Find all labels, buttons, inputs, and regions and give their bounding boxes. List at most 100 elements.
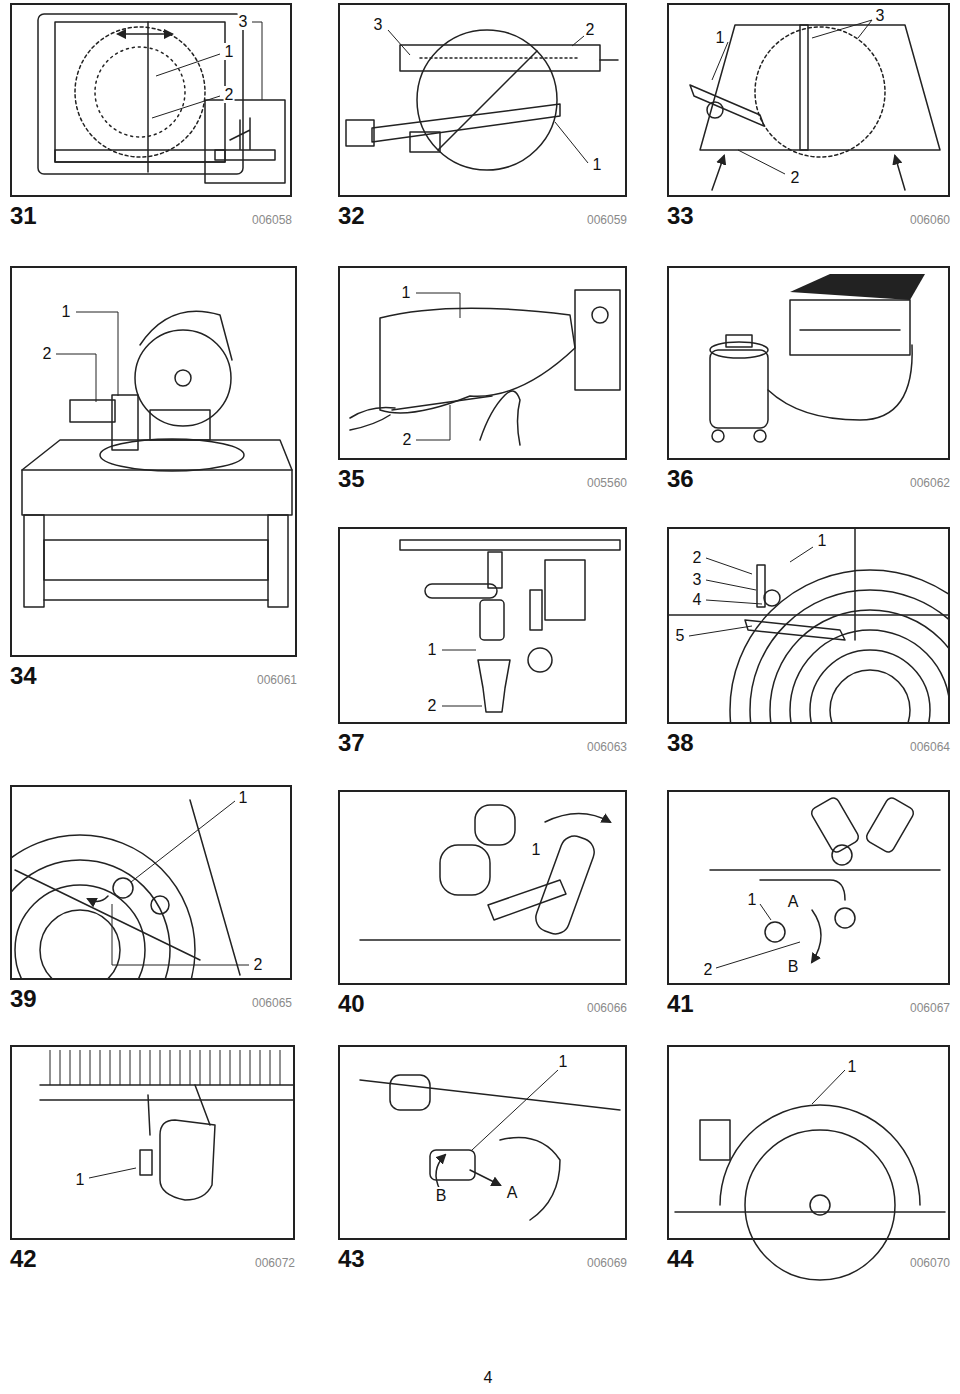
caption-row: 35005560 bbox=[338, 460, 627, 492]
callout-number: 1 bbox=[747, 891, 758, 908]
panel-frame bbox=[667, 527, 950, 724]
image-code: 006063 bbox=[587, 740, 627, 756]
label-holder: 1 bbox=[817, 532, 828, 550]
page-number: 4 bbox=[483, 1369, 494, 1386]
callout-number: 1 bbox=[531, 841, 542, 858]
figure-number: 35 bbox=[338, 466, 365, 492]
figure-panel: 39006065 bbox=[10, 785, 292, 1012]
image-code: 006062 bbox=[910, 476, 950, 492]
figure-panel: 44 006070 bbox=[667, 1045, 950, 1272]
panel-frame bbox=[10, 1045, 295, 1240]
figure-number: 44 bbox=[667, 1246, 694, 1272]
callout-number: 2 bbox=[790, 169, 801, 186]
panel-frame bbox=[10, 3, 292, 197]
figure-panel: 34006061 bbox=[10, 266, 297, 689]
label-holder: 1 bbox=[75, 1171, 86, 1189]
label-holder: 1 bbox=[747, 891, 758, 909]
caption-row: 40006066 bbox=[338, 985, 627, 1017]
callout-number: 2 bbox=[402, 431, 413, 448]
panel-frame bbox=[667, 266, 950, 460]
label-holder: 3 bbox=[875, 7, 886, 25]
figure-number: 41 bbox=[667, 991, 694, 1017]
figure-number: 36 bbox=[667, 466, 694, 492]
label-holder: 3 bbox=[238, 13, 249, 31]
figure-number: 40 bbox=[338, 991, 365, 1017]
callout-number: 1 bbox=[401, 284, 412, 301]
figure-number: 37 bbox=[338, 730, 365, 756]
panel-frame bbox=[338, 527, 627, 724]
callout-number: 2 bbox=[427, 697, 438, 714]
label-holder: 3 bbox=[373, 16, 384, 34]
label-holder: 1 bbox=[715, 29, 726, 47]
callout-number: 1 bbox=[224, 43, 235, 60]
label-holder: 1 bbox=[847, 1058, 858, 1076]
figure-number: 32 bbox=[338, 203, 365, 229]
panel-frame bbox=[667, 3, 950, 197]
figure-panel: 31006058 bbox=[10, 3, 292, 229]
label-holder: 4 bbox=[692, 591, 703, 609]
figure-panel: 43006069 bbox=[338, 1045, 627, 1272]
label-holder: B bbox=[435, 1187, 448, 1205]
callout-number: 1 bbox=[558, 1053, 569, 1070]
callout-number: A bbox=[506, 1184, 519, 1201]
callout-number: 2 bbox=[585, 21, 596, 38]
label-holder: 5 bbox=[675, 627, 686, 645]
panel-frame bbox=[338, 790, 627, 985]
callout-number: B bbox=[787, 958, 800, 975]
callout-number: 1 bbox=[238, 789, 249, 806]
callout-number: 1 bbox=[817, 532, 828, 549]
figure-panel: 40006066 bbox=[338, 790, 627, 1017]
callout-number: 2 bbox=[42, 345, 53, 362]
image-code: 006070 bbox=[910, 1256, 950, 1272]
label-holder: 2 bbox=[703, 961, 714, 979]
dust-nozzle bbox=[400, 540, 620, 712]
callout-number: 3 bbox=[875, 7, 886, 24]
label-holder: 1 bbox=[238, 789, 249, 807]
callout-number: 2 bbox=[224, 86, 235, 103]
turntable-bolt bbox=[0, 800, 249, 1065]
figure-number: 42 bbox=[10, 1246, 37, 1272]
panel-frame bbox=[10, 785, 292, 980]
figure-number: 33 bbox=[667, 203, 694, 229]
label-holder: 1 bbox=[427, 641, 438, 659]
callout-number: 1 bbox=[61, 303, 72, 320]
callout-number: 3 bbox=[373, 16, 384, 33]
label-holder: B bbox=[787, 958, 800, 976]
callout-number: 1 bbox=[715, 29, 726, 46]
callout-number: 2 bbox=[703, 961, 714, 978]
caption-row: 38 006064 bbox=[667, 724, 950, 756]
callout-number: 1 bbox=[847, 1058, 858, 1075]
label-holder: 2 bbox=[427, 697, 438, 715]
image-code: 006064 bbox=[910, 740, 950, 756]
figure-panel: 36 006062 bbox=[667, 266, 950, 492]
figure-panel: 35005560 bbox=[338, 266, 627, 492]
caption-row: 41 006067 bbox=[667, 985, 950, 1017]
label-holder: A bbox=[787, 893, 800, 911]
label-holder: 2 bbox=[402, 431, 413, 449]
bevel-lock bbox=[710, 796, 940, 968]
panel-frame bbox=[667, 790, 950, 985]
callout-number: 3 bbox=[692, 571, 703, 588]
caption-row: 33006060 bbox=[667, 197, 950, 229]
figure-number: 38 bbox=[667, 730, 694, 756]
figure-panel: 37 006063 bbox=[338, 527, 627, 756]
label-holder: 1 bbox=[61, 303, 72, 321]
under-table-knob bbox=[40, 1050, 293, 1200]
label-holder: 1 bbox=[224, 43, 235, 61]
image-code: 006069 bbox=[587, 1256, 627, 1272]
rail-prohibited bbox=[346, 30, 618, 170]
figure-panel: 42006072 bbox=[10, 1045, 295, 1272]
vacuum-cleaner bbox=[710, 274, 925, 442]
panel-frame bbox=[10, 266, 297, 657]
image-code: 006065 bbox=[252, 996, 292, 1012]
image-code: 006067 bbox=[910, 1001, 950, 1017]
table-perspective bbox=[690, 20, 940, 190]
caption-row: 36 006062 bbox=[667, 460, 950, 492]
callout-number: 1 bbox=[427, 641, 438, 658]
label-holder: 4 bbox=[483, 1369, 494, 1387]
callout-number: 4 bbox=[692, 591, 703, 608]
label-holder: 1 bbox=[558, 1053, 569, 1071]
caption-row: 39006065 bbox=[10, 980, 292, 1012]
